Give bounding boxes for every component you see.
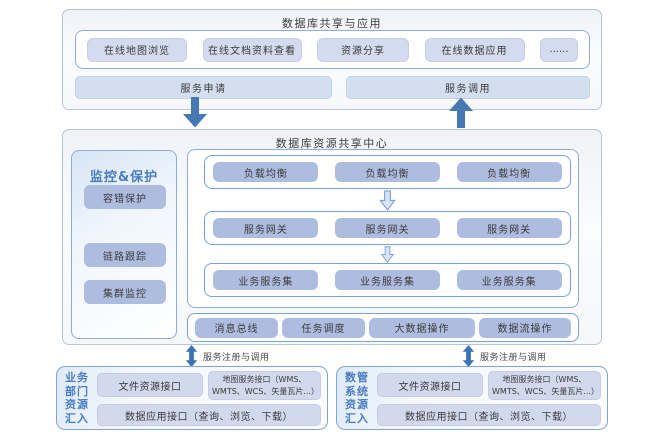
file-interface-pill: 文件资源接口 — [377, 373, 483, 397]
load-balance-pill: 负载均衡 — [334, 162, 440, 182]
monitor-panel: 监控&保护 链路跟踪 集群监控 容错保护 — [71, 150, 177, 339]
app-item-more: ...... — [540, 37, 578, 62]
register-arrow-left: 服务注册与调用 — [185, 345, 270, 367]
label-line: 系统 — [345, 384, 369, 398]
register-arrow-right: 服务注册与调用 — [462, 345, 547, 367]
bigdata-operation-pill: 大数据操作 — [369, 317, 475, 338]
label-line: 数管 — [345, 371, 369, 384]
message-bus-pill: 消息总线 — [195, 317, 278, 338]
label-line: 部门 — [65, 384, 89, 398]
monitor-item-link-trace: 链路跟踪 — [84, 243, 166, 267]
sys-source-layer: 数管 系统 资源 汇入 文件资源接口 地图服务接口（WMS、WMTS、WCS、矢… — [336, 366, 608, 430]
apps-box: 在线地图浏览 在线文档资料查看 资源分享 在线数据应用 ...... — [75, 30, 590, 69]
load-balance-pill: 负载均衡 — [213, 162, 319, 182]
arrow-down-icon — [183, 97, 207, 128]
task-schedule-pill: 任务调度 — [282, 317, 365, 338]
app-item-online-map: 在线地图浏览 — [87, 37, 187, 62]
arrow-updown-icon — [462, 345, 475, 367]
gateway-row: 服务网关 服务网关 服务网关 — [204, 211, 571, 245]
arrow-down-outline-icon — [379, 190, 396, 211]
sys-source-label: 数管 系统 资源 汇入 — [343, 371, 371, 425]
monitor-item-fault: 容错保护 — [84, 185, 166, 209]
service-gateway-pill: 服务网关 — [456, 218, 562, 238]
label-line: 资源 — [345, 398, 369, 411]
label-line: 汇入 — [65, 411, 89, 425]
center-layer-title: 数据库资源共享中心 — [275, 137, 389, 150]
service-apply-bar: 服务申请 — [75, 76, 332, 99]
app-item-online-data: 在线数据应用 — [424, 37, 525, 62]
business-service-set-pill: 业务服务集 — [213, 270, 319, 290]
app-layer: 数据库共享与应用 在线地图浏览 在线文档资料查看 资源分享 在线数据应用 ...… — [62, 9, 602, 110]
arrow-updown-icon — [185, 345, 198, 367]
register-arrow-label: 服务注册与调用 — [203, 352, 270, 363]
monitor-panel-title: 监控&保护 — [89, 170, 159, 185]
app-layer-title: 数据库共享与应用 — [282, 17, 382, 30]
file-interface-pill: 文件资源接口 — [97, 373, 203, 397]
label-line: 业务 — [65, 371, 89, 384]
dept-source-layer: 业务 部门 资源 汇入 文件资源接口 地图服务接口（WMS、WMTS、WCS、矢… — [56, 366, 328, 430]
app-item-resource-share: 资源分享 — [317, 37, 409, 62]
data-interface-pill: 数据应用接口（查询、浏览、下载） — [377, 404, 601, 426]
label-line: 汇入 — [345, 411, 369, 425]
arrow-up-icon — [449, 97, 473, 128]
infra-row: 消息总线 任务调度 大数据操作 数据流操作 — [187, 313, 579, 342]
service-gateway-pill: 服务网关 — [213, 218, 319, 238]
monitor-item-cluster: 集群监控 — [84, 280, 166, 304]
service-set-row: 业务服务集 业务服务集 业务服务集 — [204, 263, 571, 297]
label-line: 资源 — [65, 398, 89, 411]
center-layer: 数据库资源共享中心 监控&保护 链路跟踪 集群监控 容错保护 负载均衡 负载均衡… — [62, 129, 602, 345]
service-gateway-pill: 服务网关 — [334, 218, 440, 238]
services-box: 负载均衡 负载均衡 负载均衡 服务网关 服务网关 服务网关 业务服务集 业务服务… — [187, 149, 579, 308]
map-interface-pill: 地图服务接口（WMS、WMTS、WCS、矢量瓦片...） — [488, 371, 601, 400]
map-interface-pill: 地图服务接口（WMS、WMTS、WCS、矢量瓦片...） — [208, 371, 321, 400]
app-item-online-doc: 在线文档资料查看 — [202, 37, 302, 62]
load-balance-pill: 负载均衡 — [456, 162, 562, 182]
data-interface-pill: 数据应用接口（查询、浏览、下载） — [97, 404, 321, 426]
dept-source-label: 业务 部门 资源 汇入 — [63, 371, 91, 425]
load-balance-row: 负载均衡 负载均衡 负载均衡 — [204, 155, 571, 189]
register-arrow-label: 服务注册与调用 — [480, 352, 547, 363]
service-invoke-bar: 服务调用 — [346, 76, 590, 99]
business-service-set-pill: 业务服务集 — [334, 270, 440, 290]
dataflow-operation-pill: 数据流操作 — [479, 317, 571, 338]
arrow-down-outline-icon — [380, 246, 395, 263]
business-service-set-pill: 业务服务集 — [456, 270, 562, 290]
